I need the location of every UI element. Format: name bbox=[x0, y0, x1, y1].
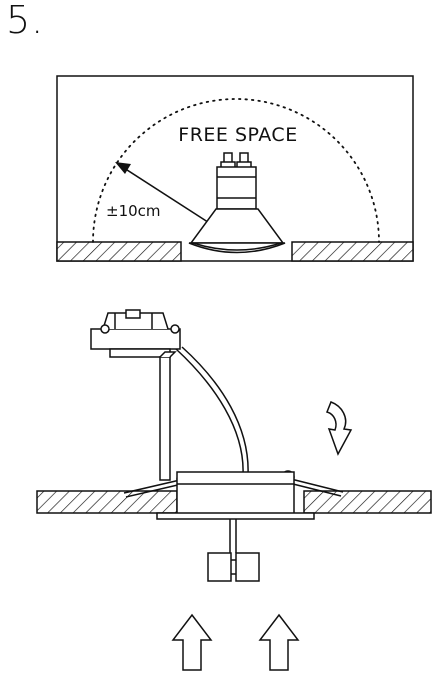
ceiling-board-right-install bbox=[303, 490, 432, 514]
rotate-arrow-icon bbox=[325, 401, 353, 456]
push-up-arrow-left-icon bbox=[171, 613, 213, 671]
ceiling-cavity-box bbox=[56, 75, 414, 262]
ceiling-board-left bbox=[56, 241, 182, 262]
free-space-panel: FREE SPACE ±10cm bbox=[56, 75, 414, 262]
downlight-fixture bbox=[156, 471, 315, 520]
junction-box-icon bbox=[90, 309, 181, 358]
ceiling-board-left-install bbox=[36, 490, 178, 514]
installation-view bbox=[36, 309, 432, 671]
terminal-connector-icon bbox=[207, 552, 260, 582]
distance-label: ±10cm bbox=[106, 202, 161, 220]
step-number: 5. bbox=[6, 0, 45, 42]
mounting-bracket bbox=[159, 351, 177, 481]
gu10-bulb-icon bbox=[188, 152, 286, 254]
push-up-arrow-right-icon bbox=[258, 613, 300, 671]
free-space-label: FREE SPACE bbox=[178, 124, 297, 146]
ceiling-board-right bbox=[291, 241, 414, 262]
connector-cable bbox=[229, 519, 237, 553]
cable bbox=[175, 346, 249, 476]
